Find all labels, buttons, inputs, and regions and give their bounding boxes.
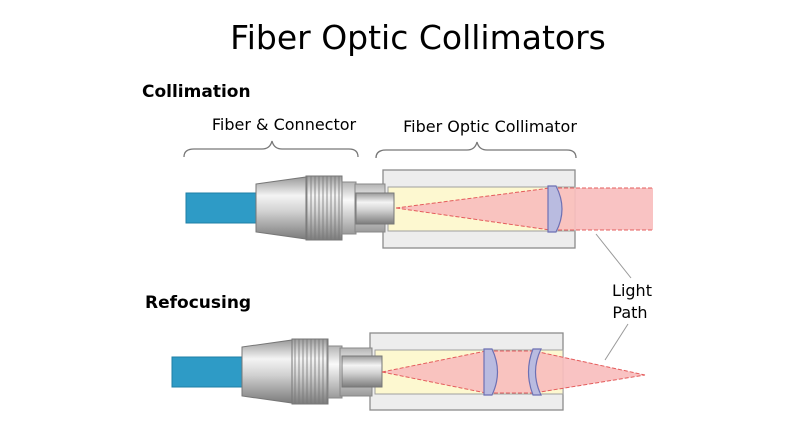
collimation-assembly (185, 169, 653, 249)
connector-cap-2 (241, 339, 293, 404)
ferrule-2 (341, 355, 383, 388)
collimator-brace (375, 141, 577, 159)
refocus-lens-1 (483, 348, 499, 396)
section-collimation: Collimation (142, 82, 251, 102)
collimating-lens (547, 185, 563, 233)
refocus-beam-in (382, 351, 486, 393)
diagram-title: Fiber Optic Collimators (230, 18, 606, 57)
fiber-connector-brace (183, 140, 359, 158)
connector-cap (255, 176, 307, 240)
collimator-label: Fiber Optic Collimator (403, 117, 577, 136)
collimated-beam (552, 188, 653, 230)
fiber-connector-label: Fiber & Connector (212, 115, 357, 134)
ferrule (355, 192, 395, 225)
light-path-leader-top (595, 233, 632, 279)
diverging-beam (396, 188, 550, 230)
section-refocusing: Refocusing (145, 293, 251, 313)
connector-neck (341, 181, 357, 235)
fiber-cable (185, 192, 259, 224)
fiber-cable-2 (171, 356, 245, 388)
refocusing-assembly (171, 332, 646, 411)
light-path-leader-bottom (604, 323, 629, 361)
refocus-lens-2 (527, 348, 542, 396)
light-path-label-line2: Path (612, 303, 647, 322)
light-path-label-line1: Light (612, 281, 652, 300)
refocus-beam-out (536, 351, 645, 393)
